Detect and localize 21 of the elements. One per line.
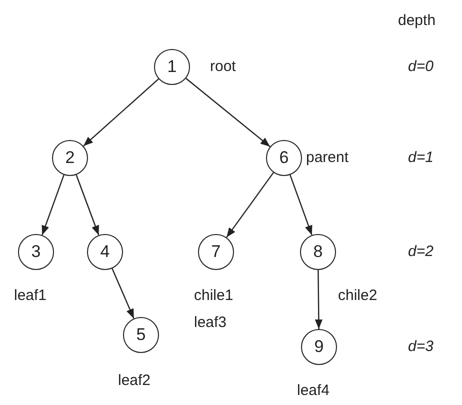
node-caption: parent	[306, 149, 349, 167]
node-caption: leaf1	[14, 287, 47, 305]
arrow	[226, 172, 274, 238]
node-caption: leaf4	[297, 382, 330, 400]
node-caption: root	[210, 58, 236, 76]
depth-label: d=2	[408, 243, 434, 261]
column-header: depth	[398, 12, 436, 30]
depth-label: d=0	[408, 58, 434, 76]
depth-label: d=3	[408, 338, 434, 356]
arrow	[42, 174, 64, 236]
arrow	[112, 268, 134, 319]
depth-label: d=1	[408, 149, 434, 167]
arrow	[83, 78, 159, 146]
node-caption: chile2	[338, 287, 378, 305]
arrow	[186, 78, 270, 148]
arrow	[290, 174, 312, 236]
node-caption: leaf2	[118, 372, 151, 390]
arrow	[314, 270, 323, 329]
node-caption: leaf3	[194, 314, 228, 332]
arrow	[76, 174, 100, 236]
node-caption: chile1	[194, 287, 234, 305]
